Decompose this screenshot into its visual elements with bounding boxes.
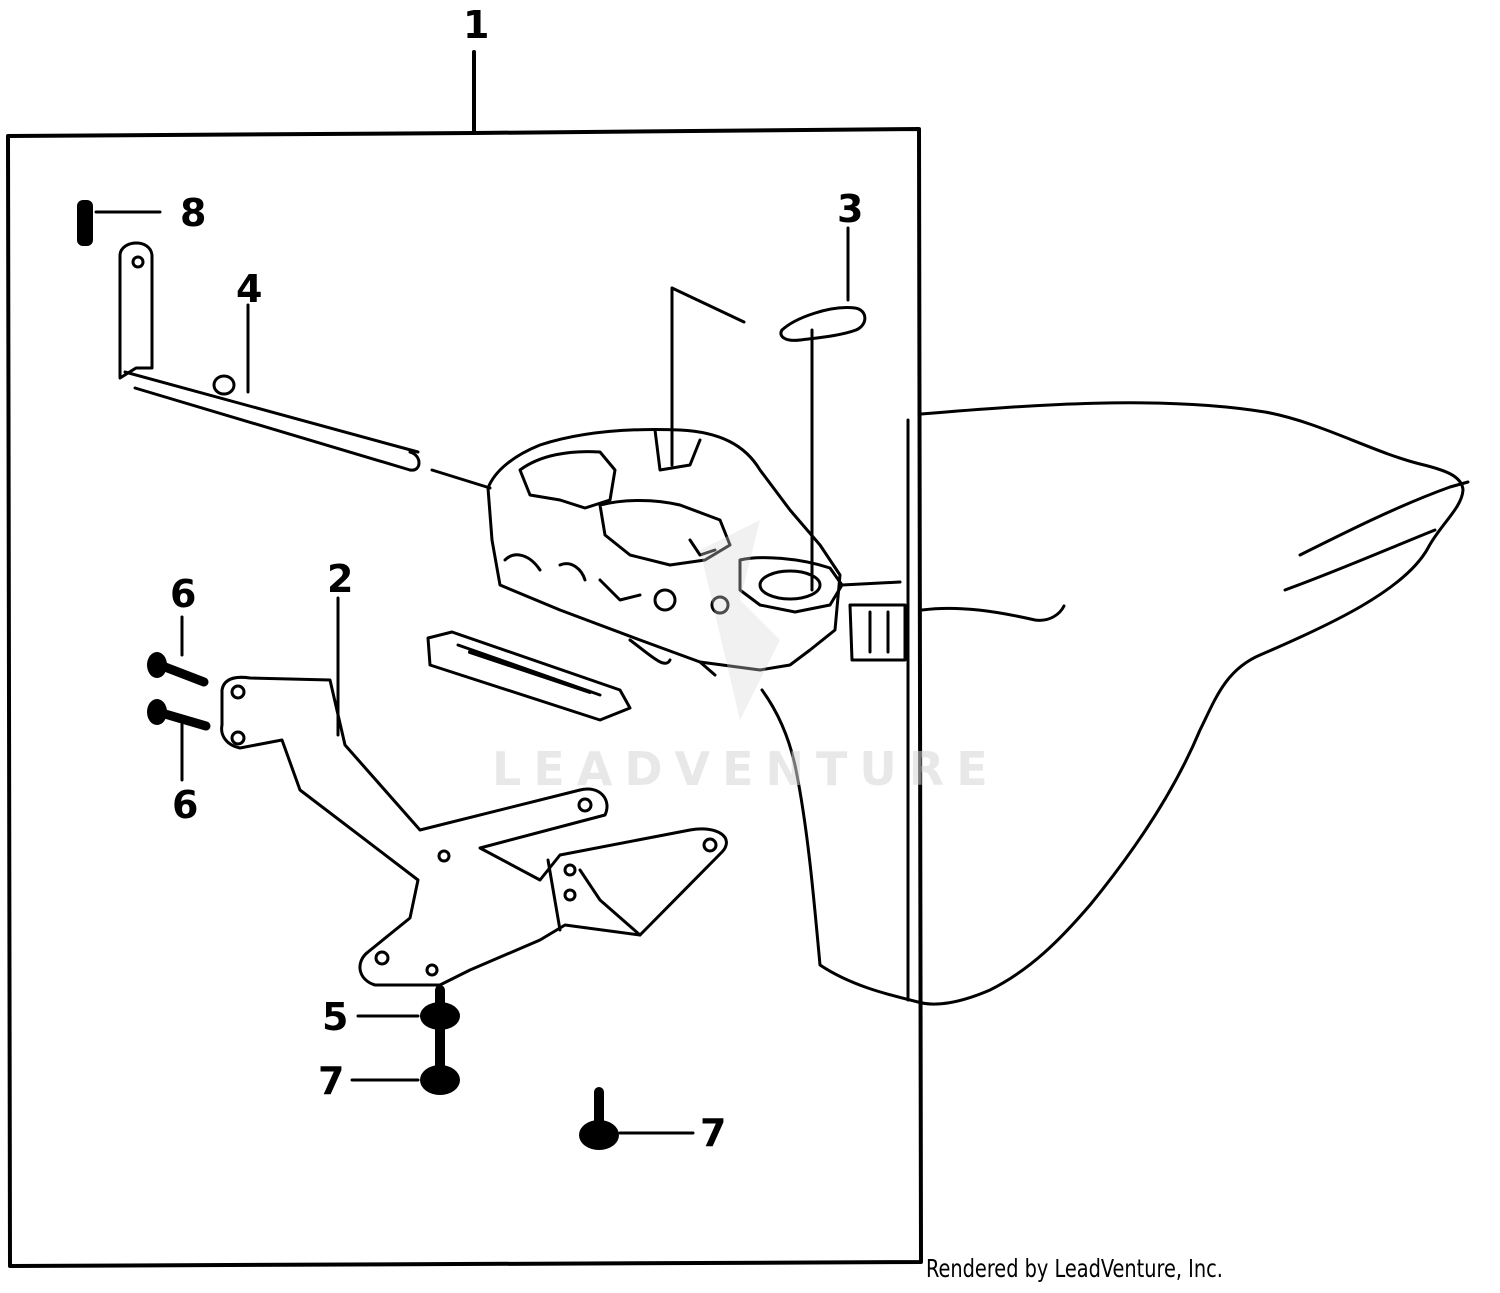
callout-6-upper: 6 bbox=[170, 572, 196, 616]
bolt-part-7b bbox=[579, 1087, 695, 1150]
render-credit: Rendered by LeadVenture, Inc. bbox=[926, 1254, 1223, 1283]
bracket-part-2 bbox=[220, 596, 728, 987]
assembly-frame bbox=[6, 127, 923, 1268]
engine-housing-outline bbox=[760, 401, 1470, 1006]
bolt-part-7a bbox=[350, 985, 460, 1095]
carburetor-body bbox=[486, 428, 907, 677]
callout-7-right: 7 bbox=[700, 1111, 726, 1155]
callout-5: 5 bbox=[322, 995, 348, 1039]
callout-4: 4 bbox=[236, 267, 262, 311]
callout-8: 8 bbox=[180, 191, 206, 235]
callout-3: 3 bbox=[837, 187, 863, 231]
gasket-part-3 bbox=[779, 226, 867, 592]
callout-6-lower: 6 bbox=[172, 783, 198, 827]
rod-part-4 bbox=[118, 241, 492, 490]
clip-part-8 bbox=[77, 200, 162, 246]
watermark-logo: LEADVENTURE bbox=[492, 520, 1000, 796]
base-gasket bbox=[426, 630, 632, 722]
screws-part-6 bbox=[147, 615, 211, 782]
carburetor-leader-lines bbox=[670, 286, 746, 467]
callout-2: 2 bbox=[327, 557, 353, 601]
callout-7-left: 7 bbox=[318, 1059, 344, 1103]
watermark-text: LEADVENTURE bbox=[492, 742, 1000, 796]
callout-1: 1 bbox=[463, 3, 489, 47]
